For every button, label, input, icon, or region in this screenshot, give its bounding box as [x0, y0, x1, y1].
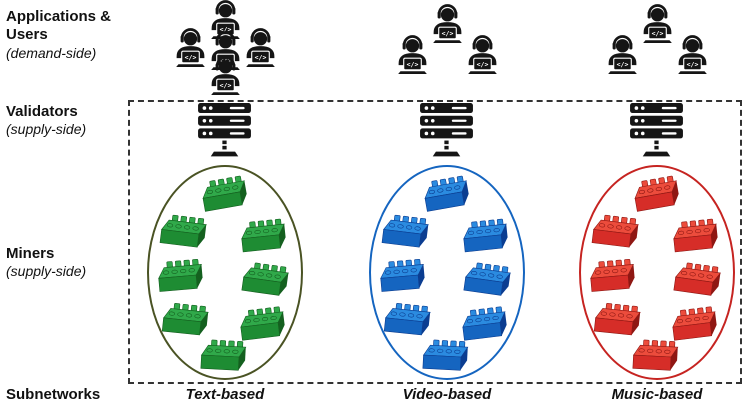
subnet-video-based: Video-based	[337, 0, 557, 409]
lego-brick-icon	[590, 212, 644, 251]
miners-ellipse	[369, 165, 525, 380]
applications-users-subtitle: (demand-side)	[6, 44, 97, 61]
lego-brick-icon	[631, 338, 683, 374]
validators-subtitle: (supply-side)	[6, 121, 87, 138]
person-with-laptop-icon	[172, 28, 209, 68]
subnet-label-music-based: Music-based	[611, 386, 703, 403]
subnetworks-title: Subnetworks	[6, 386, 101, 403]
label-validators: Validators (supply-side)	[6, 103, 124, 139]
validators-title: Validators	[6, 103, 78, 120]
person-with-laptop-icon	[604, 35, 641, 75]
lego-brick-icon	[592, 300, 645, 338]
lego-brick-icon	[380, 212, 434, 251]
validator-server-icon	[629, 103, 684, 158]
lego-brick-icon	[462, 260, 516, 300]
lego-brick-icon	[421, 173, 476, 214]
supply-side-dashed-boundary	[128, 100, 742, 384]
lego-brick-icon	[199, 338, 251, 374]
label-applications-users: Applications & Users (demand-side)	[6, 8, 124, 62]
validator-server-icon	[197, 103, 252, 158]
lego-brick-icon	[158, 212, 212, 251]
person-with-laptop-icon	[464, 35, 501, 75]
label-miners: Miners (supply-side)	[6, 245, 124, 281]
person-with-laptop-icon	[242, 28, 279, 68]
lego-brick-icon	[240, 260, 294, 300]
lego-brick-icon	[631, 173, 686, 214]
validator-server-icon	[419, 103, 474, 158]
subnet-label-video-based: Video-based	[402, 386, 492, 403]
subnet-text-based: Text-based	[115, 0, 335, 409]
person-with-laptop-icon	[207, 56, 244, 96]
subnet-label-text-based: Text-based	[185, 386, 265, 403]
subnet-music-based: Music-based	[547, 0, 750, 409]
lego-brick-icon	[156, 257, 209, 294]
lego-brick-icon	[378, 257, 431, 294]
lego-brick-icon	[672, 260, 726, 300]
person-with-laptop-icon	[674, 35, 711, 75]
lego-brick-icon	[588, 257, 641, 294]
lego-brick-icon	[460, 216, 513, 254]
lego-brick-icon	[459, 304, 513, 343]
miners-ellipse	[579, 165, 735, 380]
lego-brick-icon	[238, 216, 291, 254]
label-subnetworks: Subnetworks	[6, 386, 124, 404]
applications-users-title: Applications & Users	[6, 8, 112, 44]
miners-ellipse	[147, 165, 303, 380]
lego-brick-icon	[421, 338, 473, 374]
person-with-laptop-icon	[429, 4, 466, 44]
person-with-laptop-icon	[394, 35, 431, 75]
lego-brick-icon	[160, 300, 213, 338]
lego-brick-icon	[382, 300, 435, 338]
miners-title: Miners	[6, 245, 55, 262]
person-with-laptop-icon	[639, 4, 676, 44]
miners-subtitle: (supply-side)	[6, 263, 87, 280]
lego-brick-icon	[237, 304, 291, 343]
lego-brick-icon	[670, 216, 723, 254]
lego-brick-icon	[199, 173, 254, 214]
lego-brick-icon	[669, 304, 723, 343]
